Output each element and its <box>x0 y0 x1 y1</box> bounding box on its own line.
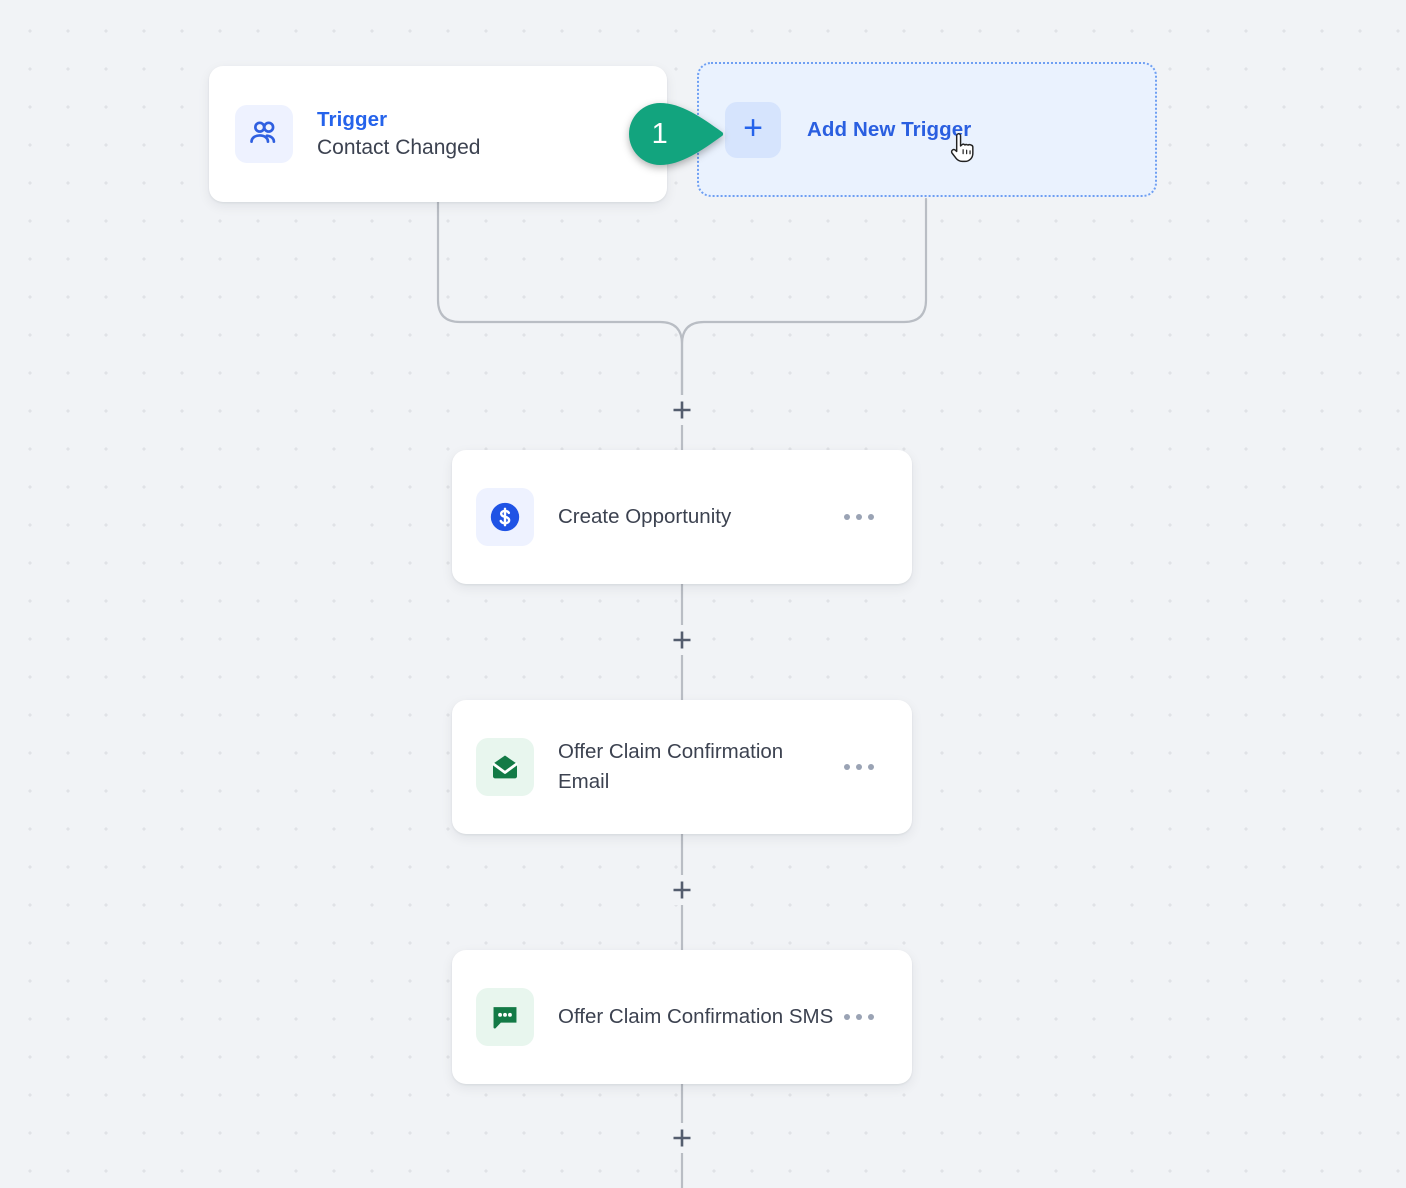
chat-bubble-dots-icon <box>476 988 534 1046</box>
trigger-card-title: Contact Changed <box>317 136 481 160</box>
step-marker-1: 1 <box>629 103 724 165</box>
more-options-icon[interactable] <box>840 504 878 530</box>
trigger-card-text: Trigger Contact Changed <box>317 106 480 162</box>
step-card-label: Offer Claim Confirmation SMS <box>558 1005 834 1029</box>
step-card-offer-claim-confirmation-sms[interactable]: Offer Claim Confirmation SMS <box>452 950 912 1084</box>
add-new-trigger-button[interactable]: + Add New Trigger <box>697 62 1157 197</box>
trigger-kicker: Trigger <box>317 108 388 132</box>
contacts-people-icon <box>235 105 293 163</box>
step-card-label: Offer Claim Confirmation Email <box>558 740 784 793</box>
dollar-circle-icon <box>476 488 534 546</box>
step-marker-number: 1 <box>651 117 669 150</box>
step-card-offer-claim-confirmation-email[interactable]: Offer Claim Confirmation Email <box>452 700 912 834</box>
plus-icon: + <box>725 101 781 158</box>
step-card-create-opportunity[interactable]: Create Opportunity <box>452 450 912 584</box>
add-new-trigger-label: Add New Trigger <box>807 117 972 141</box>
step-card-label: Create Opportunity <box>558 505 732 529</box>
add-trigger-plus-glyph: + <box>743 109 763 147</box>
add-step-button-1[interactable] <box>667 395 697 425</box>
trigger-card[interactable]: Trigger Contact Changed <box>209 66 667 202</box>
more-options-icon[interactable] <box>840 754 878 780</box>
envelope-open-icon <box>476 738 534 796</box>
add-step-button-2[interactable] <box>667 625 697 655</box>
add-step-button-4[interactable] <box>667 1123 697 1153</box>
more-options-icon[interactable] <box>840 1004 878 1030</box>
add-step-button-3[interactable] <box>667 875 697 905</box>
